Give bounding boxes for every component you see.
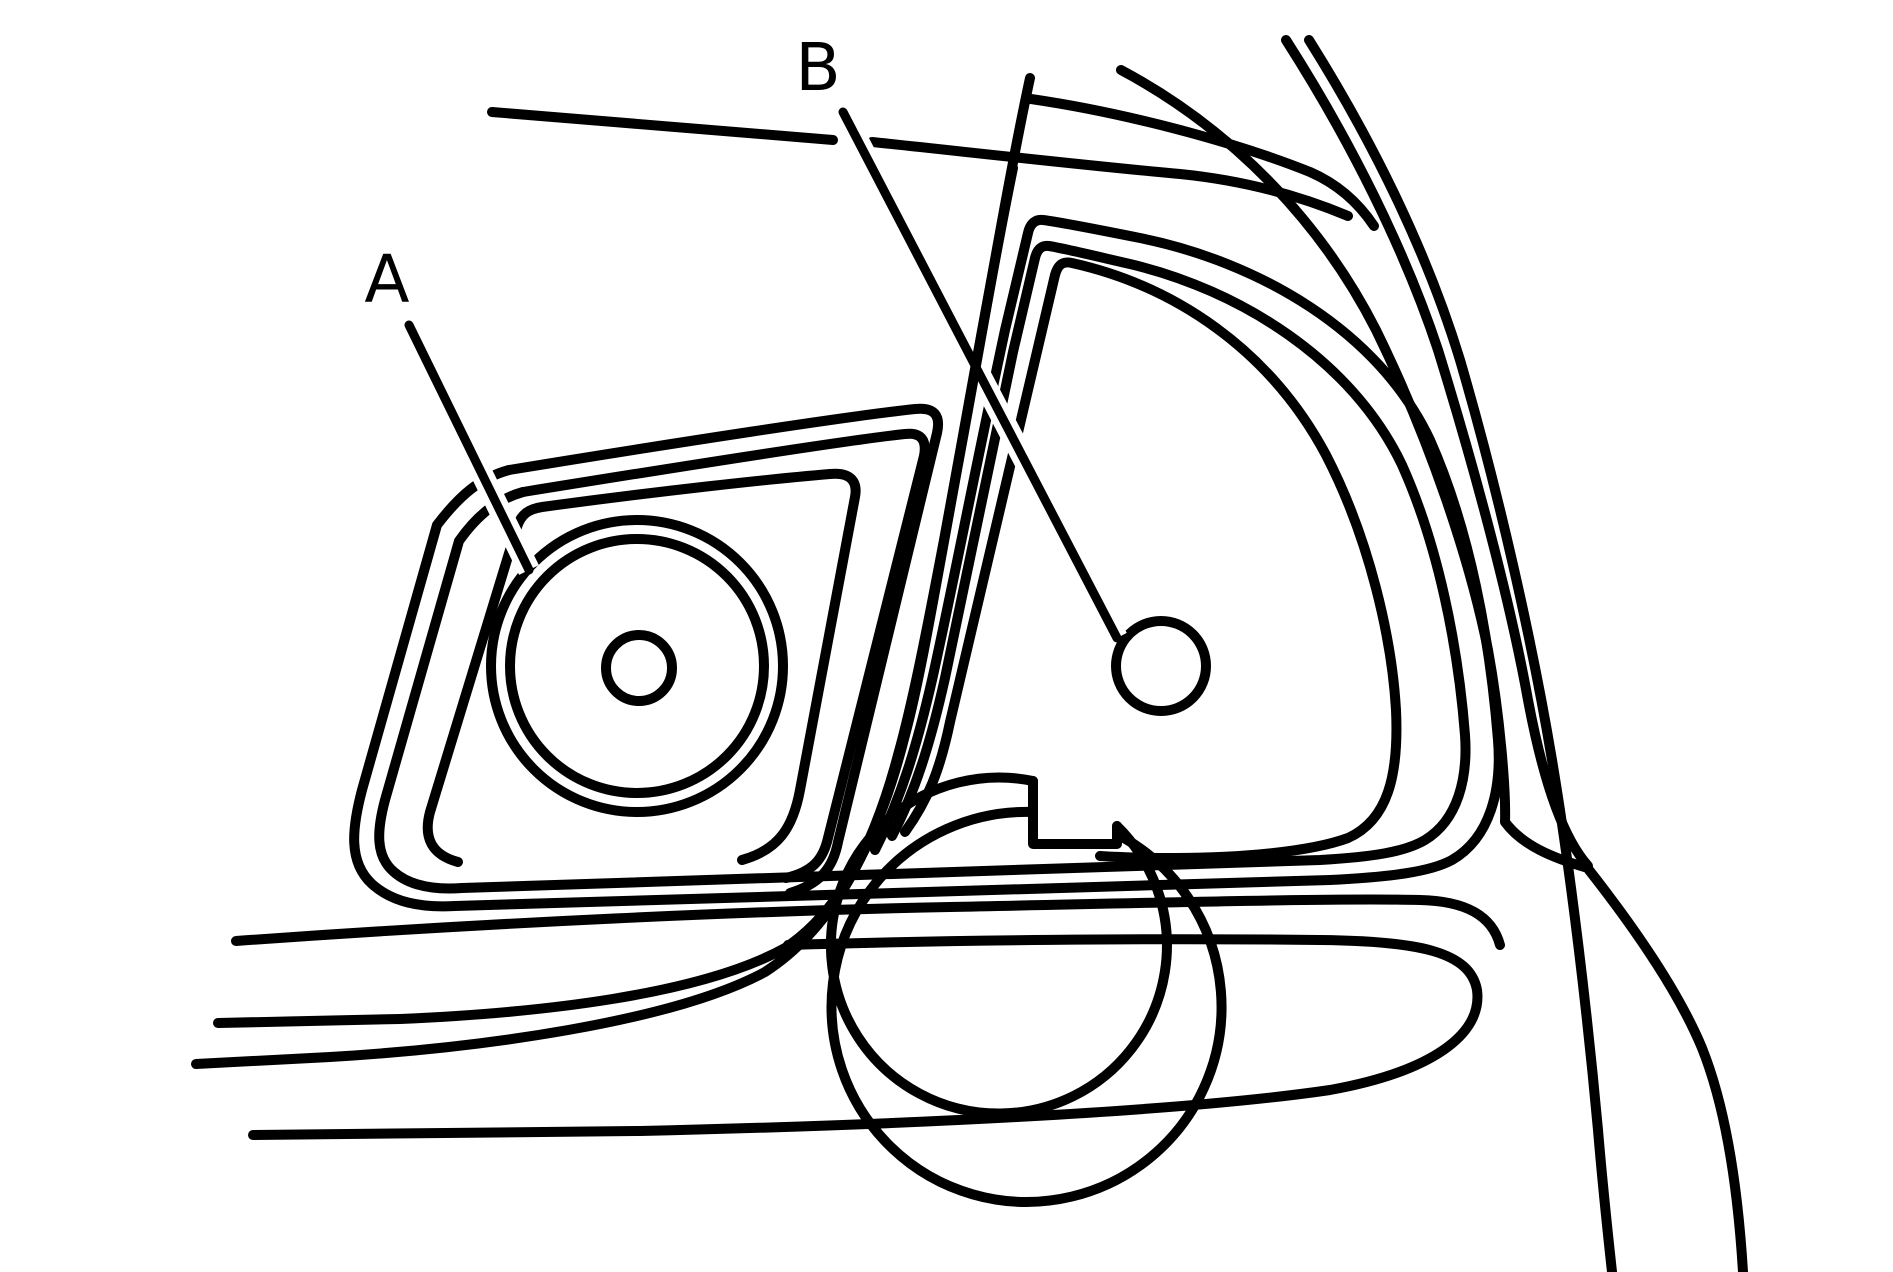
socket-b-keyway-notch bbox=[1028, 776, 1122, 849]
bezel-inner-outline bbox=[374, 240, 1471, 894]
socket-b-inner-ring bbox=[825, 772, 1172, 1119]
body-side-inner-curve bbox=[1281, 35, 1593, 871]
bumper-outline-curve bbox=[248, 934, 1483, 1140]
right-lamp-opening-outline bbox=[900, 257, 1402, 863]
bezel-outer-outline bbox=[349, 214, 1504, 912]
leader-line-a bbox=[404, 320, 534, 575]
label-b: B bbox=[795, 29, 840, 106]
bezel-outer-left-cell-top bbox=[504, 403, 943, 898]
socket-a-center-pin bbox=[601, 630, 677, 706]
bumper-corner-sweep-curve bbox=[1584, 865, 1748, 1272]
socket-b-center-pin bbox=[1111, 616, 1211, 716]
trunk-gap-lower-line bbox=[191, 163, 1018, 1069]
leader-line-b bbox=[838, 107, 1122, 643]
socket-a-inner-ring bbox=[505, 534, 769, 798]
trunk-lid-edge-left-line bbox=[487, 107, 838, 145]
fender-sweep-line bbox=[1116, 65, 1593, 873]
left-lamp-opening-outline bbox=[422, 468, 861, 867]
quarter-panel-top-edge-line bbox=[1026, 94, 1379, 231]
trunk-lid-edge-right-line bbox=[867, 137, 1353, 221]
body-crease-line bbox=[231, 894, 1505, 950]
socket-b-outer-ring bbox=[826, 806, 1227, 1207]
label-a: A bbox=[364, 241, 409, 318]
body-side-outer-curve bbox=[1304, 35, 1617, 1272]
bezel-inner-left-cell-top bbox=[518, 428, 930, 883]
socket-a-outer-ring bbox=[486, 515, 788, 817]
